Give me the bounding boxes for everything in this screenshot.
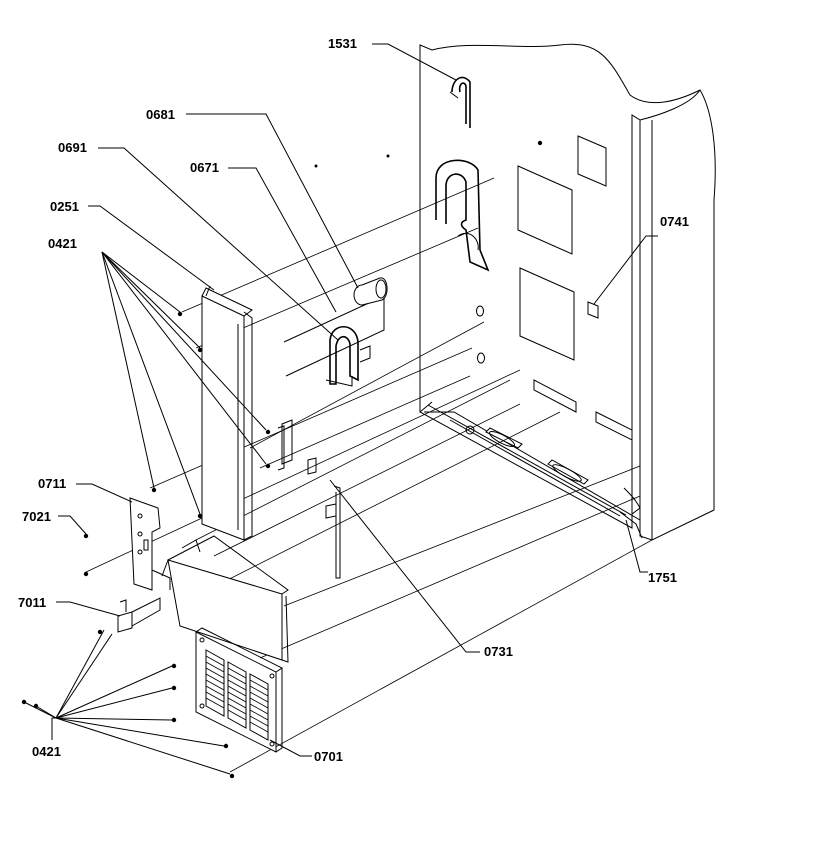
front-grille [195,627,283,753]
screws [21,154,390,779]
callout-0701: 0701 [314,749,343,764]
lower-shroud [161,535,289,663]
callout-0691: 0691 [58,140,87,155]
callout-7021: 7021 [22,509,51,524]
callout-0671: 0671 [190,160,219,175]
vertical-duct-panel [201,285,253,541]
sensor-wire [277,419,341,579]
leader-lines [23,43,658,775]
thermistor-assembly [283,277,388,387]
callout-labels: 1531 0681 0691 0671 0251 0421 0741 0711 … [18,36,689,764]
callout-0681: 0681 [146,107,175,122]
callout-1751: 1751 [648,570,677,585]
callout-1531: 1531 [328,36,357,51]
callout-0421-top: 0421 [48,236,77,251]
callout-7011: 7011 [18,595,46,610]
callout-0741: 0741 [660,214,689,229]
callout-0251: 0251 [50,199,79,214]
switch-plate [117,597,161,633]
cabinet-back-panel [419,43,716,541]
callout-0711: 0711 [38,476,66,491]
projection-lines [85,177,653,773]
callout-0421-bottom: 0421 [32,744,61,759]
control-bracket [129,497,171,591]
base-tray [424,411,643,539]
callout-0731: 0731 [484,644,513,659]
